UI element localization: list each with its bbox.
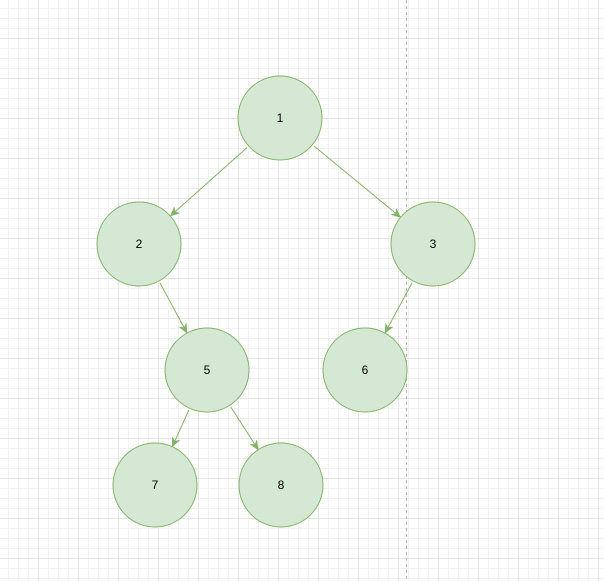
edge-n5-n8[interactable] [230, 406, 258, 449]
node-circle[interactable] [390, 201, 476, 287]
node-circle[interactable] [164, 327, 250, 413]
node-circle[interactable] [112, 442, 198, 528]
node-label: 7 [152, 478, 159, 492]
edges-layer [159, 145, 413, 449]
tree-node-8[interactable]: 8 [238, 442, 324, 528]
node-label: 3 [430, 237, 437, 251]
node-label: 5 [204, 363, 211, 377]
node-label: 8 [278, 478, 285, 492]
node-label: 2 [136, 237, 143, 251]
node-circle[interactable] [237, 75, 323, 161]
node-circle[interactable] [238, 442, 324, 528]
tree-node-1[interactable]: 1 [237, 75, 323, 161]
node-circle[interactable] [96, 201, 182, 287]
edge-n5-n7[interactable] [173, 409, 190, 446]
tree-node-5[interactable]: 5 [164, 327, 250, 413]
edge-n1-n2[interactable] [171, 146, 248, 215]
edge-n1-n3[interactable] [313, 145, 400, 217]
tree-node-7[interactable]: 7 [112, 442, 198, 528]
tree-node-3[interactable]: 3 [390, 201, 476, 287]
tree-node-6[interactable]: 6 [322, 327, 408, 413]
node-circle[interactable] [322, 327, 408, 413]
edge-n2-n5[interactable] [159, 282, 187, 332]
node-label: 1 [277, 111, 284, 125]
tree-node-2[interactable]: 2 [96, 201, 182, 287]
node-label: 6 [362, 363, 369, 377]
edge-n3-n6[interactable] [385, 282, 413, 332]
nodes-layer: 1 2 3 5 6 7 8 [96, 75, 476, 528]
